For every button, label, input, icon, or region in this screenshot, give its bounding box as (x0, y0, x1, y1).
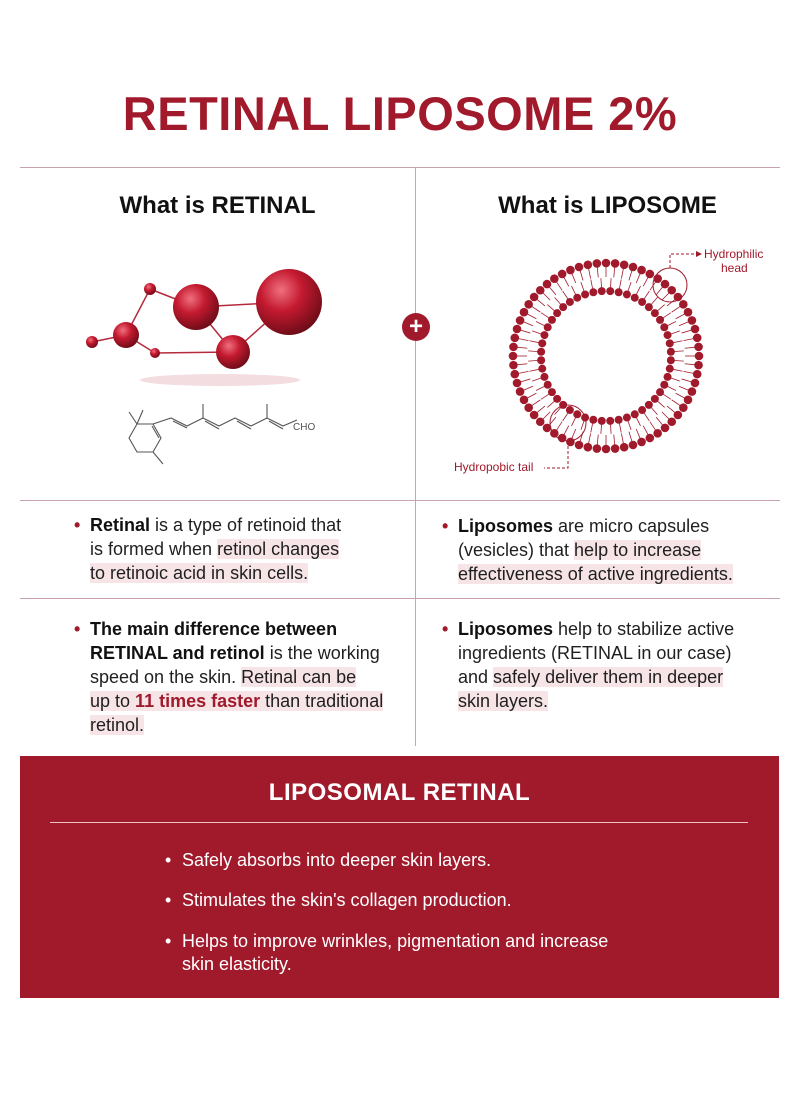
retinal-point-1: • Retinal is a type of retinoid that is … (74, 515, 342, 583)
liposomal-retinal-panel: LIPOSOMAL RETINAL •Safely absorbs into d… (20, 756, 779, 998)
bullet-icon: • (442, 619, 449, 639)
liposome-point-1: • Liposomes are micro capsules (vesicles… (442, 516, 733, 584)
retinal-point-2: • The main difference between RETINAL an… (74, 619, 384, 735)
panel-divider (50, 822, 748, 823)
liposome-heading: What is LIPOSOME (498, 192, 717, 219)
column-divider (415, 168, 416, 746)
retinal-heading: What is RETINAL (119, 192, 316, 219)
liposome-icon: Hydrophilic head Hydropobic tail (454, 247, 763, 474)
atom-3 (144, 283, 156, 295)
liposome-point-2: • Liposomes help to stabilize active ing… (442, 619, 735, 711)
page-title: RETINAL LIPOSOME 2% (122, 87, 678, 140)
middle-divider-2 (20, 598, 780, 599)
atom-2 (113, 322, 139, 348)
hydrophobic-label: Hydropobic tail (454, 460, 533, 474)
panel-item-2: •Stimulates the skin's collagen producti… (165, 890, 512, 910)
atom-1 (86, 336, 98, 348)
hydrophilic-label: Hydrophilic (704, 247, 763, 261)
hydrophilic-label-2: head (721, 261, 748, 275)
bullet-icon: • (74, 515, 81, 535)
bullet-icon: • (165, 931, 172, 951)
atom-4 (150, 348, 160, 358)
bullet-icon: • (442, 516, 449, 536)
bullet-icon: • (74, 619, 81, 639)
atom-5 (173, 284, 219, 330)
formula-cho-label: CHO (293, 422, 315, 433)
bullet-icon: • (165, 890, 172, 910)
panel-item-3: •Helps to improve wrinkles, pigmentation… (165, 931, 609, 974)
atom-6 (216, 335, 250, 369)
panel-title: LIPOSOMAL RETINAL (268, 779, 531, 806)
atom-7 (256, 269, 322, 335)
plus-icon: + (402, 313, 430, 341)
middle-divider-1 (20, 500, 780, 501)
molecule-icon (86, 269, 322, 386)
formula-icon: CHO (128, 404, 315, 465)
top-divider (20, 167, 780, 168)
head-zoom-circle (652, 267, 688, 303)
panel-item-1: •Safely absorbs into deeper skin layers. (165, 850, 492, 870)
bullet-icon: • (165, 850, 172, 870)
